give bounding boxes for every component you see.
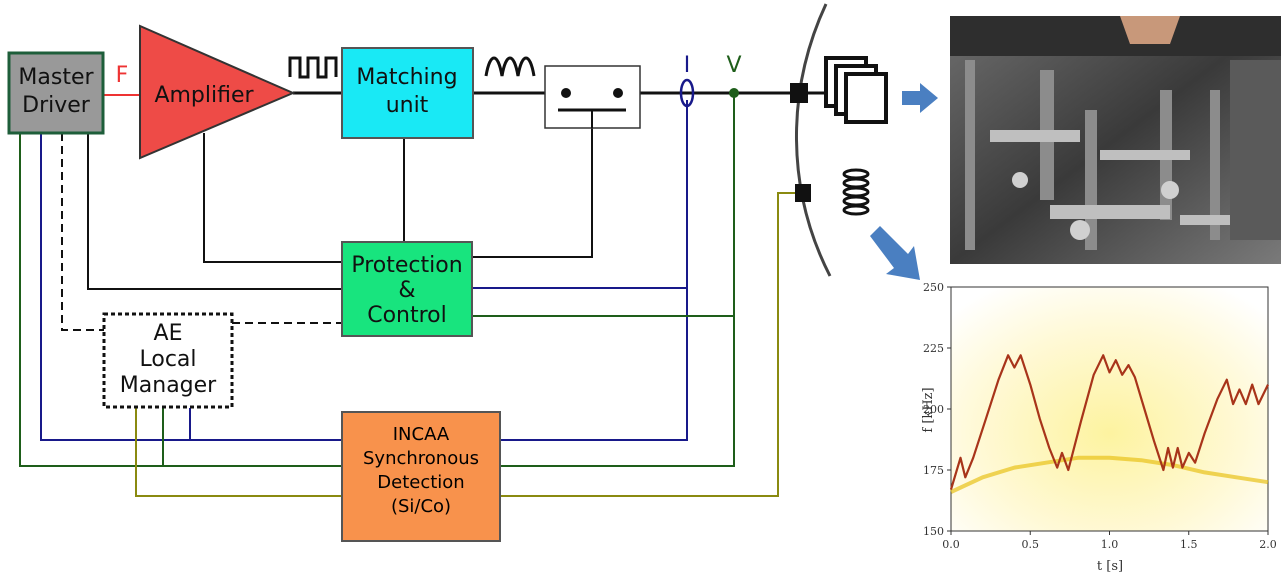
master-driver-block[interactable]: Master Driver [7,51,105,135]
x-tick-label: 1.5 [1180,538,1198,551]
master-driver-label-2: Driver [22,93,91,118]
protection-label-2: & [398,278,415,303]
feedthrough-icon [790,83,808,103]
ae-label-2: Local [139,347,196,372]
x-tick-label: 0.5 [1022,538,1040,551]
chart-x-axis-label: t [s] [1097,559,1123,574]
chart-plot-area [950,286,1269,532]
chart-y-axis-label: f [kHz] [921,387,936,432]
arrow-to-photo [902,83,938,113]
wires [19,91,826,497]
chart-series-mode-line [949,354,1269,490]
arrow-to-spectrogram [870,226,920,280]
olive-pickup-lines [135,192,800,497]
incaa-label-4: (Si/Co) [391,496,451,517]
amplifier-block[interactable]: Amplifier [139,24,296,160]
protection-label-1: Protection [351,253,462,278]
sine-wave-icon [484,56,536,77]
protection-label-3: Control [367,303,447,328]
x-tick-label: 2.0 [1259,538,1277,551]
y-tick-label: 250 [923,281,944,294]
green-voltage-lines [19,92,735,467]
spectrogram-chart: 0.0 0.5 1.0 1.5 2.0 150 175 200 225 250 t [s] f [… [921,281,1277,574]
ae-local-manager-block[interactable]: AE Local Manager [102,312,234,409]
current-probe-icon [679,78,695,108]
master-driver-label-1: Master [18,65,94,90]
chart-series-background-line [950,455,1269,494]
switch-block[interactable] [544,65,641,129]
x-tick-label: 0.0 [942,538,960,551]
voltage-probe-icon [729,88,739,98]
voltage-label: V [726,53,741,78]
vessel-wall-icon [795,3,832,277]
square-wave-icon [288,56,338,79]
matching-unit-label-1: Matching [356,65,457,90]
black-control-lines [87,128,593,290]
incaa-label-2: Synchronous [363,448,479,469]
blue-current-lines [40,100,688,441]
incaa-block[interactable]: INCAA Synchronous Detection (Si/Co) [341,411,501,542]
current-label: I [684,53,691,78]
matching-unit-block[interactable]: Matching unit [341,47,474,139]
antenna-icon [824,56,888,124]
y-tick-label: 150 [923,525,944,538]
incaa-label-3: Detection [377,472,464,493]
ae-label-1: AE [154,321,183,346]
amplifier-label: Amplifier [154,83,254,108]
dashed-link [61,133,342,331]
incaa-label-1: INCAA [393,424,450,445]
matching-unit-label-2: unit [386,93,429,118]
y-tick-label: 200 [923,403,944,416]
x-tick-label: 1.0 [1101,538,1119,551]
y-tick-label: 225 [923,342,944,355]
pickup-feedthrough-icon [795,184,811,202]
frequency-label: F [116,63,129,88]
pickup-coil-icon [842,168,870,216]
ae-label-3: Manager [120,373,217,398]
y-tick-label: 175 [923,464,944,477]
antenna-photo [950,16,1281,264]
protection-control-block[interactable]: Protection & Control [341,241,473,337]
